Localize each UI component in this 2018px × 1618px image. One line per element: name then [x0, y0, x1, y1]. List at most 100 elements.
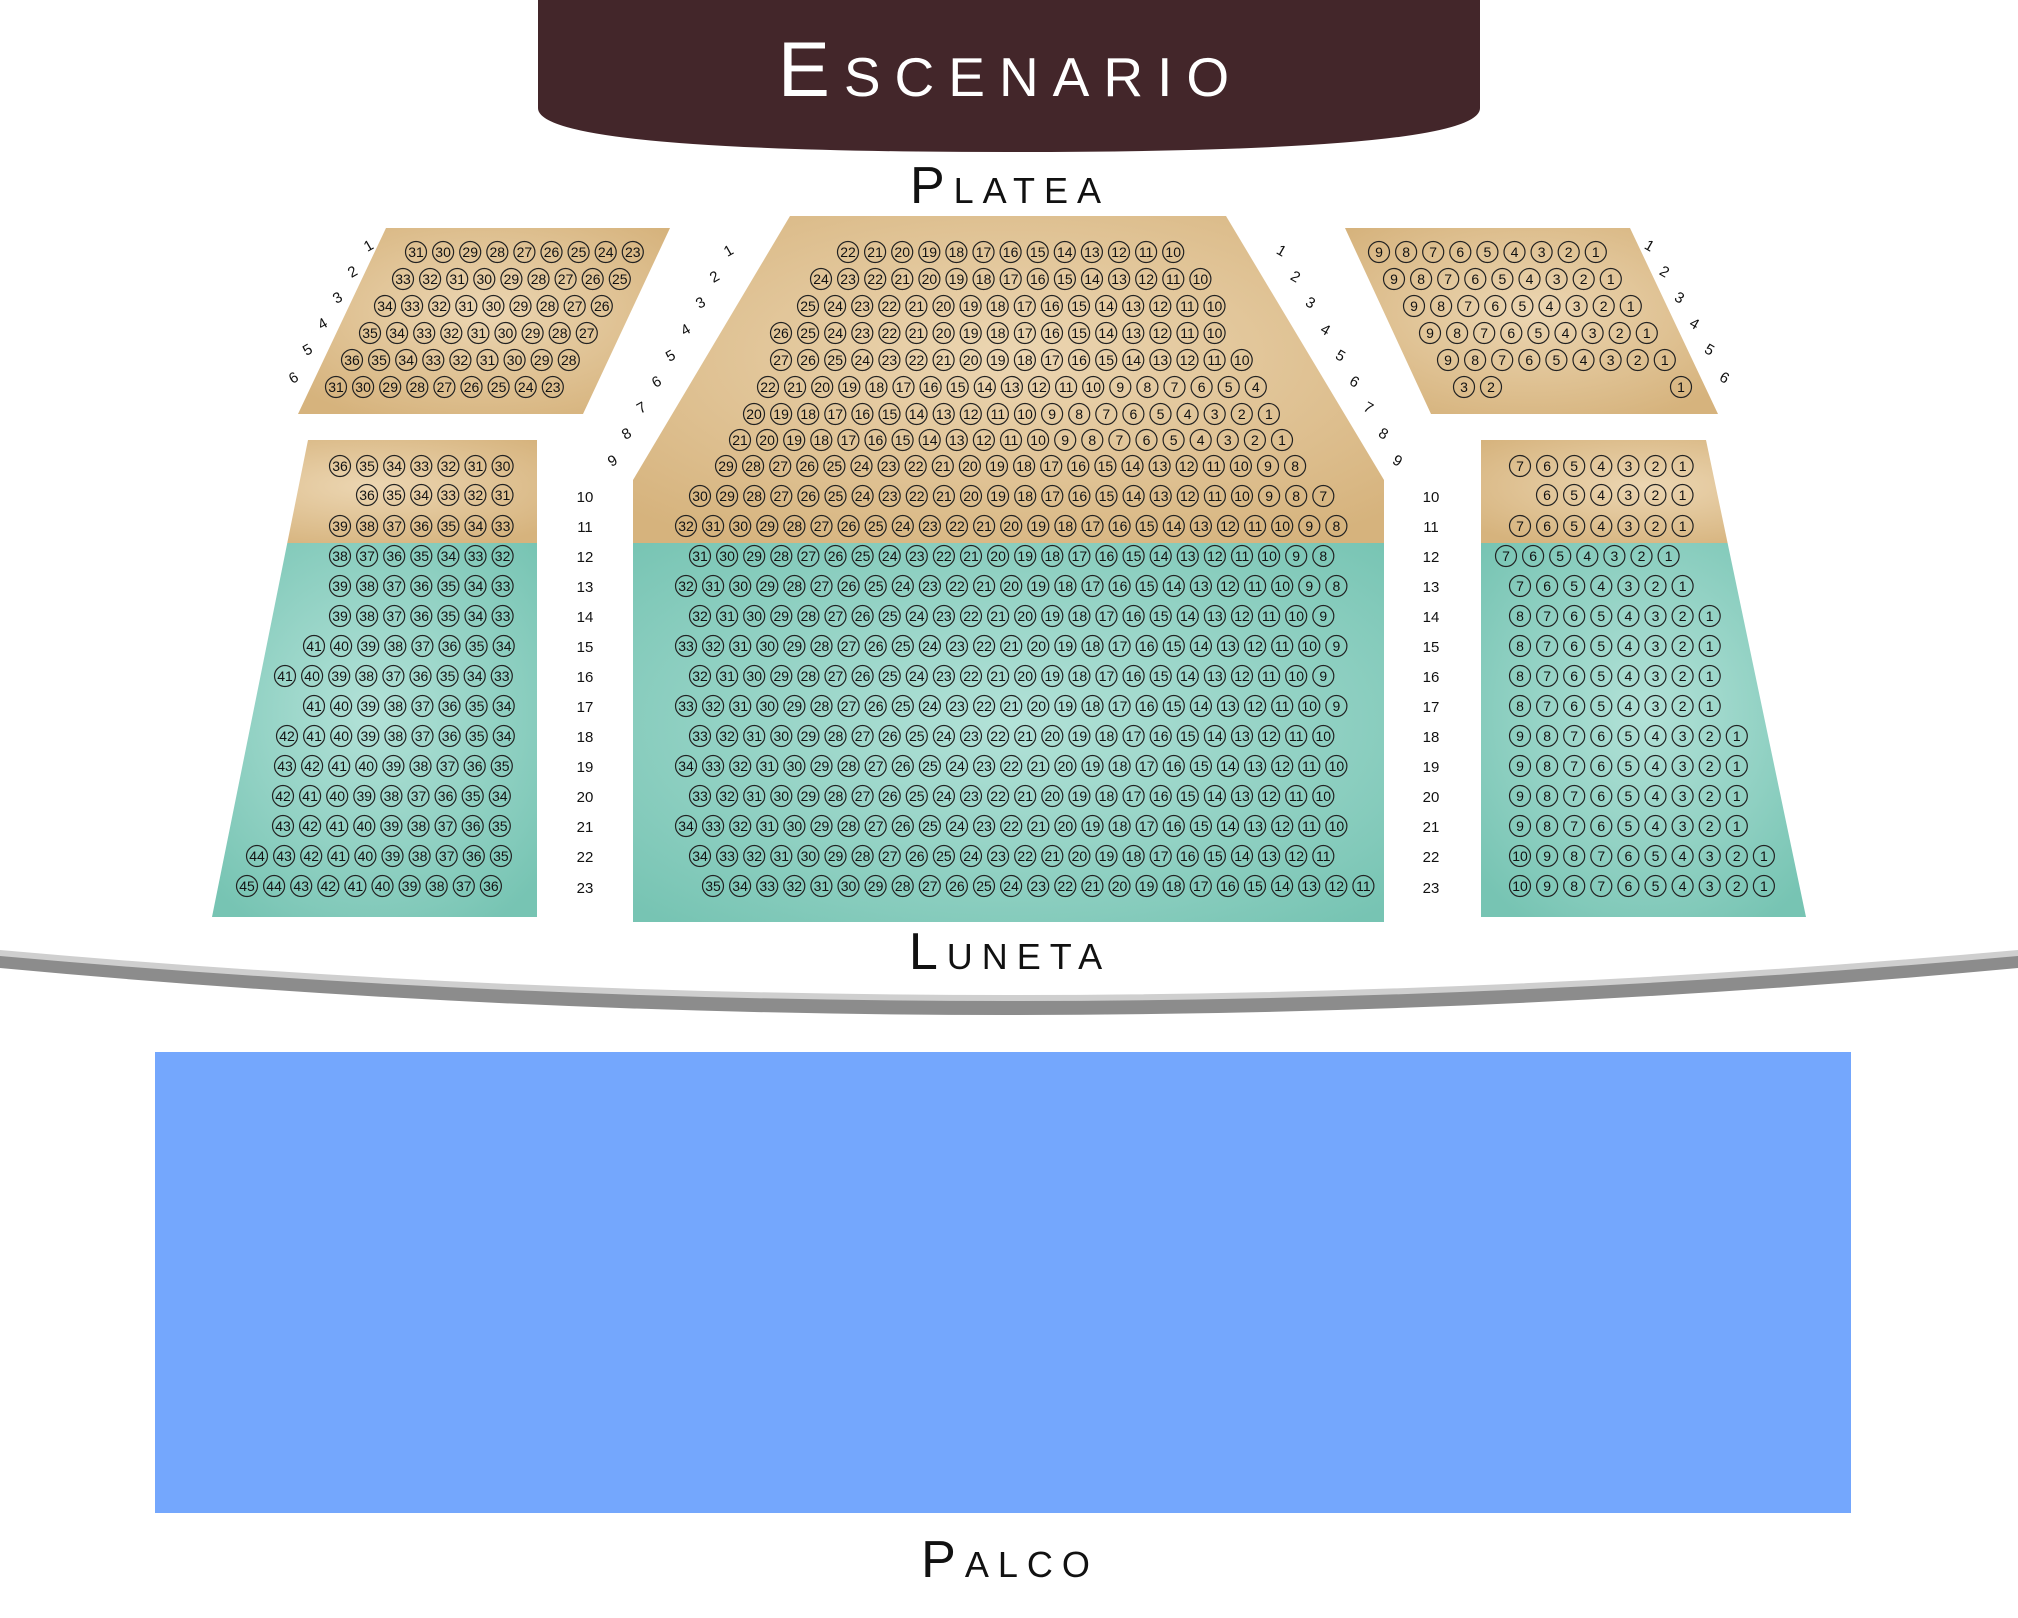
seat[interactable]: 31	[770, 844, 793, 868]
seat[interactable]: 8	[1563, 874, 1586, 898]
seat[interactable]: 20	[932, 321, 955, 345]
seat[interactable]: 33	[491, 574, 514, 598]
seat[interactable]: 14	[1270, 874, 1294, 898]
seat[interactable]: 9	[1508, 814, 1532, 838]
seat[interactable]: 16	[1068, 484, 1091, 508]
seat[interactable]: 25	[918, 754, 942, 778]
seat[interactable]: 5	[1476, 240, 1499, 264]
seat[interactable]: 16	[1108, 514, 1131, 538]
seat[interactable]: 7	[1494, 544, 1518, 568]
seat[interactable]: 14	[973, 375, 996, 399]
seat[interactable]: 27	[810, 574, 833, 598]
seat[interactable]: 29	[770, 664, 793, 688]
seat[interactable]: 21	[1041, 844, 1064, 868]
palco-area[interactable]	[155, 1052, 1851, 1513]
seat[interactable]: 26	[878, 784, 901, 808]
seat[interactable]: 32	[743, 844, 766, 868]
seat[interactable]: 20	[1000, 514, 1023, 538]
seat[interactable]: 35	[488, 814, 511, 838]
seat[interactable]: 28	[810, 634, 833, 658]
seat[interactable]: 6	[1484, 294, 1507, 318]
seat[interactable]: 21	[959, 544, 983, 568]
seat[interactable]: 12	[1176, 484, 1199, 508]
seat[interactable]: 2	[1608, 321, 1631, 345]
seat[interactable]: 1	[1698, 664, 1721, 688]
seat[interactable]: 35	[437, 514, 460, 538]
seat[interactable]: 22	[959, 604, 983, 628]
seat[interactable]: 6	[1563, 694, 1586, 718]
seat[interactable]: 33	[491, 604, 514, 628]
seat[interactable]: 2	[1592, 294, 1615, 318]
seat[interactable]: 10	[1285, 604, 1308, 628]
seat[interactable]: 13	[1298, 874, 1321, 898]
seat[interactable]: 26	[797, 484, 820, 508]
seat[interactable]: 40	[354, 844, 377, 868]
seat[interactable]: 16	[1067, 348, 1091, 372]
seat[interactable]: 19	[1135, 874, 1158, 898]
seat[interactable]: 26	[878, 724, 901, 748]
seat[interactable]: 8	[1285, 484, 1308, 508]
seat[interactable]: 6	[1135, 428, 1158, 452]
seat[interactable]: 23	[959, 724, 983, 748]
seat[interactable]: 22	[905, 348, 928, 372]
seat[interactable]: 21	[1000, 634, 1023, 658]
seat[interactable]: 33	[701, 814, 725, 838]
seat[interactable]: 10	[1325, 814, 1348, 838]
seat[interactable]: 5	[1549, 544, 1572, 568]
seat[interactable]: 32	[674, 574, 698, 598]
seat[interactable]: 5	[1563, 454, 1586, 478]
seat[interactable]: 37	[407, 784, 430, 808]
seat[interactable]: 21	[931, 454, 954, 478]
seat[interactable]: 13	[1230, 784, 1254, 808]
seat[interactable]: 6	[1500, 321, 1523, 345]
seat[interactable]: 1	[1725, 724, 1748, 748]
seat[interactable]: 7	[1163, 375, 1186, 399]
seat[interactable]: 14	[905, 402, 928, 426]
seat[interactable]: 9	[1298, 514, 1321, 538]
seat[interactable]: 28	[527, 267, 550, 291]
seat[interactable]: 19	[1081, 754, 1104, 778]
seat[interactable]: 11	[1134, 240, 1158, 264]
seat[interactable]: 12	[1135, 267, 1158, 291]
seat[interactable]: 31	[715, 664, 739, 688]
seat[interactable]: 40	[326, 784, 349, 808]
seat[interactable]: 29	[756, 514, 779, 538]
seat[interactable]: 34	[464, 574, 487, 598]
seat[interactable]: 7	[1437, 267, 1460, 291]
seat[interactable]: 13	[1189, 574, 1213, 598]
seat[interactable]: 29	[715, 484, 739, 508]
seat[interactable]: 37	[435, 844, 458, 868]
seat[interactable]: 4	[1617, 634, 1640, 658]
seat[interactable]: 24	[851, 348, 874, 372]
seat[interactable]: 26	[891, 754, 914, 778]
seat[interactable]: 29	[379, 375, 402, 399]
seat[interactable]: 10	[1271, 574, 1294, 598]
seat[interactable]: 30	[729, 574, 752, 598]
seat[interactable]: 43	[290, 874, 313, 898]
seat[interactable]: 45	[235, 874, 259, 898]
seat[interactable]: 31	[701, 574, 725, 598]
seat[interactable]: 36	[340, 348, 364, 372]
seat[interactable]: 33	[688, 784, 712, 808]
seat[interactable]: 28	[743, 484, 766, 508]
seat[interactable]: 17	[999, 267, 1022, 291]
seat[interactable]: 29	[783, 694, 806, 718]
seat[interactable]: 15	[1094, 454, 1117, 478]
seat[interactable]: 3	[1203, 402, 1226, 426]
seat[interactable]: 24	[918, 694, 942, 718]
seat[interactable]: 36	[438, 694, 461, 718]
seat[interactable]: 40	[330, 694, 353, 718]
seat[interactable]: 19	[1095, 844, 1118, 868]
seat[interactable]: 13	[1257, 844, 1281, 868]
seat[interactable]: 25	[918, 814, 942, 838]
seat[interactable]: 10	[1257, 544, 1281, 568]
seat[interactable]: 5	[1590, 634, 1613, 658]
seat[interactable]: 6	[1563, 634, 1586, 658]
seat[interactable]: 27	[851, 724, 874, 748]
seat[interactable]: 14	[1189, 634, 1213, 658]
seat[interactable]: 10	[1203, 294, 1226, 318]
seat[interactable]: 10	[1082, 375, 1105, 399]
seat[interactable]: 1	[1698, 634, 1721, 658]
seat[interactable]: 6	[1449, 240, 1472, 264]
seat[interactable]: 23	[877, 454, 900, 478]
